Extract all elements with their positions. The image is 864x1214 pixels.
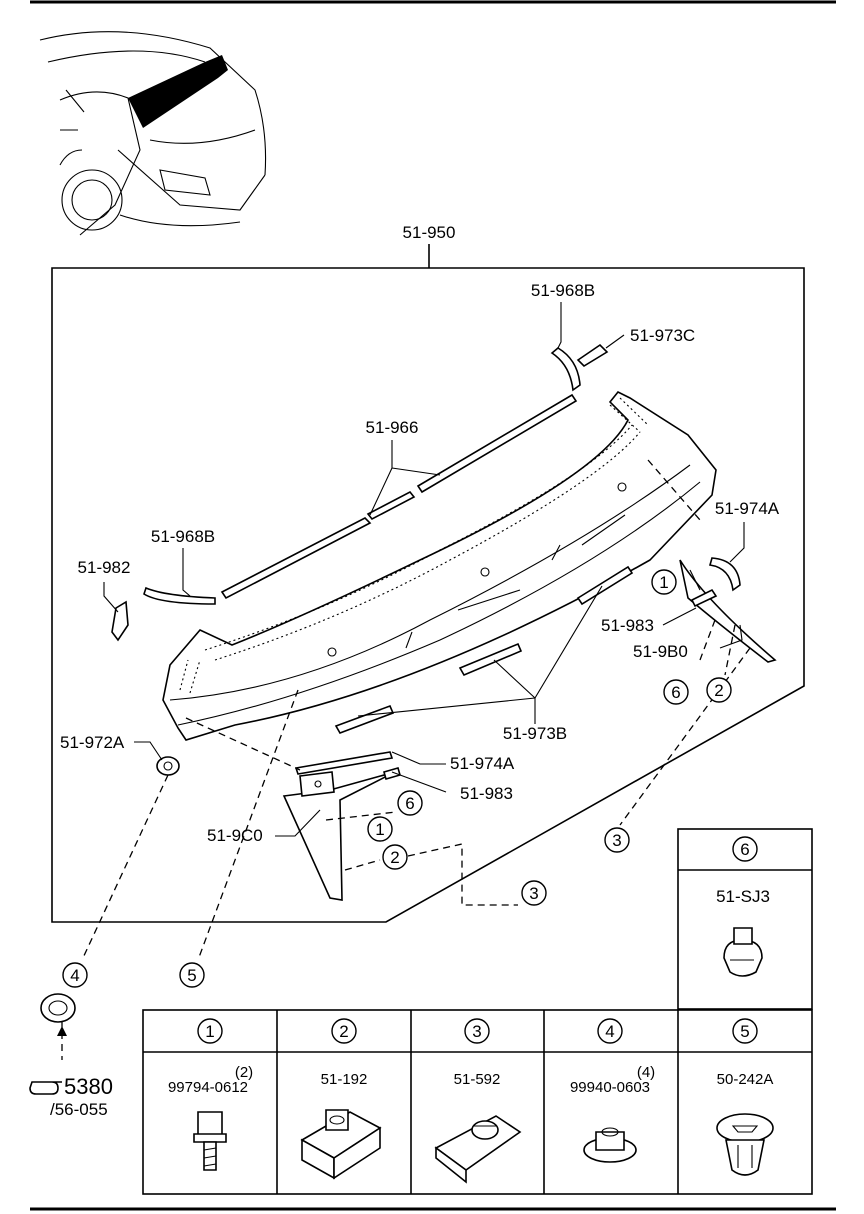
marker-4-left: 4 [70, 966, 79, 985]
page-reference[interactable]: 5380 /56-055 [29, 1074, 113, 1119]
label-51-968b-left: 51-968B [151, 527, 215, 546]
inset-6-part: 51-SJ3 [716, 887, 770, 906]
label-51-972a: 51-972A [60, 733, 125, 752]
table-col2-part: 51-192 [321, 1071, 368, 1088]
table-col3-part: 51-592 [454, 1071, 501, 1088]
label-51-973b: 51-973B [503, 724, 567, 743]
flange-nut-icon [583, 1127, 637, 1163]
marker-1-upper: 1 [659, 573, 668, 592]
label-51-966: 51-966 [366, 418, 419, 437]
bolt-icon [193, 1111, 227, 1171]
label-51-9c0: 51-9C0 [207, 826, 263, 845]
clip-icon [723, 927, 763, 977]
table-col2-number: 2 [339, 1022, 348, 1041]
loose-nut [40, 993, 76, 1023]
callout-labels: 51-950 51-968B 51-973C 51-966 51-974A 51… [60, 223, 780, 845]
nut-clip-icon [300, 1109, 382, 1180]
table-col5-part: 50-242A [717, 1071, 774, 1088]
grommet [156, 756, 180, 776]
marker-1-lower: 1 [375, 820, 384, 839]
fastener-table: 1 99794-0612 (2) 2 51-192 3 51-592 [142, 1009, 813, 1195]
label-51-974a-lower: 51-974A [450, 754, 515, 773]
table-col4-qty: (4) [637, 1064, 655, 1081]
vehicle-thumbnail [39, 31, 267, 236]
adhesive-strips [111, 557, 741, 775]
table-col1-number: 1 [205, 1022, 214, 1041]
seal-strips [143, 343, 609, 605]
inset-box-6: 6 51-SJ3 [677, 828, 813, 1010]
reference-code: 5380 [64, 1074, 113, 1099]
marker-5-left: 5 [187, 966, 196, 985]
table-col1-part: 99794-0612 [168, 1079, 248, 1096]
marker-3-lower: 3 [529, 884, 538, 903]
table-col4-number: 4 [605, 1022, 614, 1041]
fastener-paths [61, 459, 751, 1060]
marker-2-right: 2 [714, 681, 723, 700]
reference-sub: /56-055 [50, 1100, 108, 1119]
marker-3-right: 3 [612, 831, 621, 850]
lower-housing [282, 767, 401, 901]
marker-2-lower: 2 [390, 848, 399, 867]
table-col1-qty: (2) [235, 1064, 253, 1081]
inset-6-number: 6 [740, 840, 749, 859]
label-51-974a-right: 51-974A [715, 499, 780, 518]
push-clip-icon [716, 1113, 774, 1176]
label-51-9b0: 51-9B0 [633, 642, 688, 661]
leader-lines [103, 302, 745, 837]
label-51-968b-top: 51-968B [531, 281, 595, 300]
right-housing [679, 559, 777, 663]
table-col4-part: 99940-0603 [570, 1079, 650, 1096]
label-51-983-lower: 51-983 [460, 784, 513, 803]
speed-nut-icon [434, 1115, 522, 1184]
label-51-973c: 51-973C [630, 326, 695, 345]
assembly-frame [51, 244, 805, 923]
marker-6-right: 6 [671, 683, 680, 702]
table-col5-number: 5 [740, 1022, 749, 1041]
label-51-982: 51-982 [78, 558, 131, 577]
marker-6-lower: 6 [405, 794, 414, 813]
label-51-950: 51-950 [403, 223, 456, 242]
pointing-hand-icon [29, 1081, 62, 1095]
arrow-up [57, 1026, 67, 1036]
label-51-983-right: 51-983 [601, 616, 654, 635]
spoiler-body [162, 390, 717, 741]
marker-circles: 1 6 2 3 6 1 2 3 4 5 [62, 569, 732, 988]
table-col3-number: 3 [472, 1022, 481, 1041]
